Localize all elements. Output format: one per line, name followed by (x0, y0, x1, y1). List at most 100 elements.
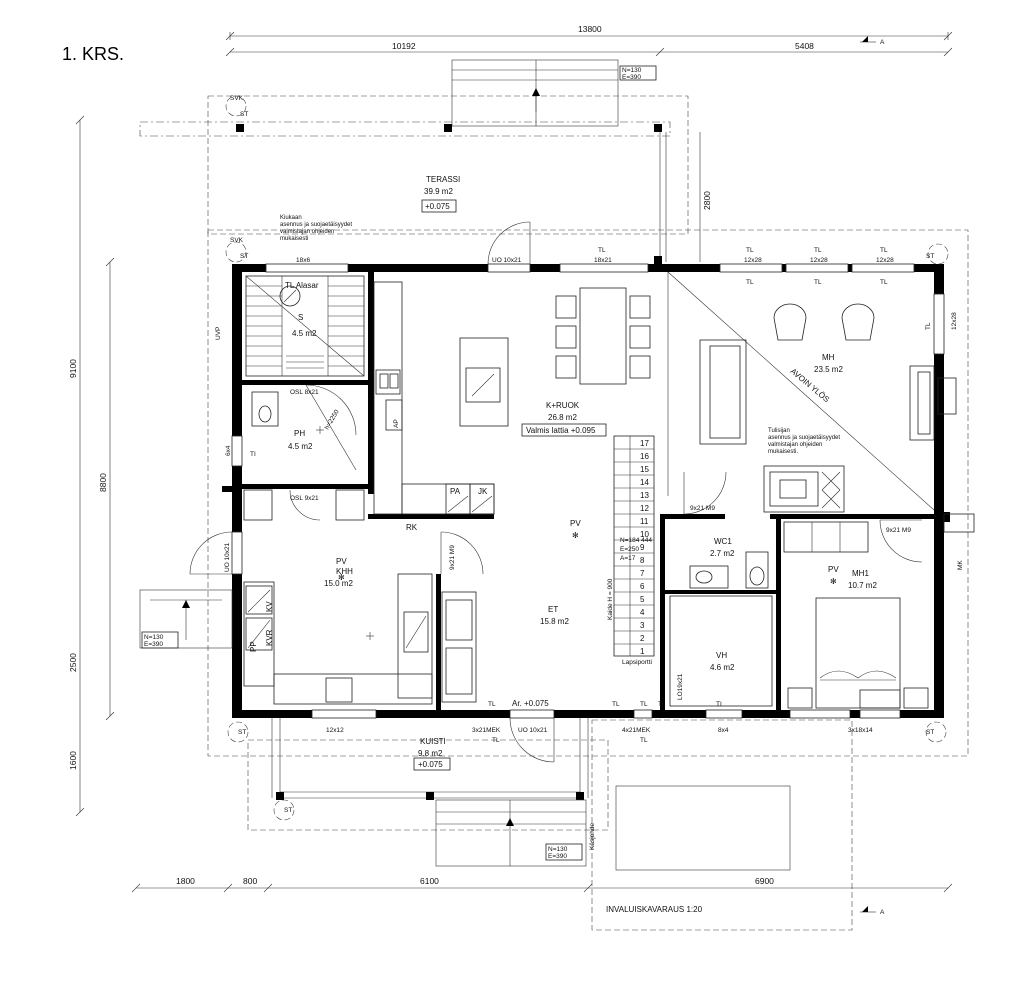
svg-text:12x28: 12x28 (810, 257, 828, 264)
svg-text:TERASSI: TERASSI (426, 175, 460, 184)
svg-text:23.5 m2: 23.5 m2 (814, 365, 843, 374)
svg-text:Käsjohde: Käsjohde (589, 823, 596, 850)
svg-text:ST: ST (926, 253, 934, 260)
svg-text:15.0 m2: 15.0 m2 (324, 579, 353, 588)
svg-text:KHH: KHH (336, 567, 353, 576)
sauna-stove-note: Kiukaan asennus ja suojaetäisyydet valmi… (280, 215, 352, 242)
svg-text:TI: TI (716, 701, 722, 708)
svg-text:ST: ST (240, 111, 248, 118)
svg-text:+0.075: +0.075 (425, 202, 450, 211)
svg-text:valmistajan ohjeiden: valmistajan ohjeiden (280, 229, 334, 235)
svg-text:VH: VH (716, 651, 727, 660)
windows (231, 263, 945, 719)
wc1: 9x21 M9 WC1 2.7 m2 (683, 471, 769, 589)
svg-text:4x21MEK: 4x21MEK (622, 727, 651, 734)
svg-text:Valmis lattia +0.095: Valmis lattia +0.095 (526, 426, 596, 435)
svg-text:9x21 M9: 9x21 M9 (886, 527, 911, 534)
svg-text:PV: PV (828, 565, 839, 574)
svg-text:mukaisesti.: mukaisesti. (768, 449, 798, 455)
dimension-lines: 13800 10192 5408 9100 8800 2500 1600 180… (68, 24, 953, 893)
svg-text:AP: AP (393, 419, 400, 428)
bottom-wall-labels: 12x12 3x21MEK TL TL TL TL TI TI 4x21MEK … (326, 701, 873, 744)
svg-text:12x28: 12x28 (951, 312, 958, 330)
dim-total-width: 13800 (578, 24, 602, 34)
entry-bench (441, 591, 477, 703)
svg-text:PP: PP (249, 641, 258, 652)
svg-text:TL: TL (612, 701, 620, 708)
svg-text:N=130: N=130 (622, 67, 642, 74)
svg-text:PV: PV (336, 557, 347, 566)
svg-text:UO 10x21: UO 10x21 (492, 257, 522, 264)
roof-outline (139, 95, 969, 931)
svg-text:17: 17 (640, 439, 649, 448)
svg-text:KV: KV (265, 601, 274, 612)
svg-text:4.5 m2: 4.5 m2 (292, 329, 317, 338)
svg-text:39.9 m2: 39.9 m2 (424, 187, 453, 196)
dining-table (555, 287, 651, 385)
sauna: TL Alasar S 4.5 m2 (245, 275, 365, 377)
svg-text:10: 10 (640, 530, 649, 539)
svg-text:TL: TL (925, 322, 932, 330)
dim-height-1600: 1600 (68, 751, 78, 770)
svg-text:13: 13 (640, 491, 649, 500)
dim-height-8800: 8800 (98, 473, 108, 492)
svg-text:12x28: 12x28 (744, 257, 762, 264)
svg-text:3x18x14: 3x18x14 (848, 727, 873, 734)
svg-text:MH: MH (822, 353, 835, 362)
svg-text:TL: TL (640, 701, 648, 708)
svg-text:MH1: MH1 (852, 569, 869, 578)
svg-text:KVR: KVR (265, 629, 274, 646)
svg-text:RK: RK (406, 523, 418, 532)
svg-text:1: 1 (640, 647, 645, 656)
svg-text:4.5 m2: 4.5 m2 (288, 442, 313, 451)
ph-bathroom: OSL 8x21 h=2250 PH 4.5 m2 6x4 TI (225, 384, 357, 471)
outer-walls (232, 264, 944, 718)
svg-text:15.8 m2: 15.8 m2 (540, 617, 569, 626)
svg-text:E=390: E=390 (622, 74, 641, 81)
vh-closet: VH 4.6 m2 LO19x21 (669, 595, 773, 707)
dim-height-9100: 9100 (68, 359, 78, 378)
svg-text:UO 10x21: UO 10x21 (518, 727, 548, 734)
svg-text:18x6: 18x6 (296, 257, 310, 264)
svg-text:N=130: N=130 (548, 846, 568, 853)
osl-area: OSL 9x21 (243, 489, 365, 521)
svg-text:SVK: SVK (230, 95, 244, 102)
svg-text:ET: ET (548, 605, 558, 614)
svg-text:8x4: 8x4 (718, 727, 729, 734)
dim-terrace-depth: 2800 (702, 191, 712, 210)
svg-text:+0.075: +0.075 (418, 760, 443, 769)
door-left-entrance: UO 10x21 (189, 531, 243, 575)
interior-walls (222, 272, 950, 710)
level-box-left: N=130 E=390 (141, 631, 179, 649)
terrace-steps (451, 59, 619, 127)
svg-text:PV: PV (570, 519, 581, 528)
svg-text:ST: ST (240, 253, 248, 260)
svg-text:TI: TI (250, 451, 256, 458)
svg-text:PA: PA (450, 487, 461, 496)
section-marker-bottom: A (860, 906, 885, 916)
svg-text:N=184 444: N=184 444 (620, 537, 652, 544)
svg-text:2: 2 (640, 634, 645, 643)
svg-text:✻: ✻ (338, 573, 345, 582)
svg-text:INVALUISKAVARAUS 1:20: INVALUISKAVARAUS 1:20 (606, 905, 703, 914)
svg-text:ST: ST (284, 807, 292, 814)
porch: ST KUISTI 9.8 m2 +0.075 (271, 718, 589, 814)
svg-text:4: 4 (640, 608, 645, 617)
svg-text:3: 3 (640, 621, 645, 630)
svg-text:SVK: SVK (230, 237, 244, 244)
svg-text:UO 10x21: UO 10x21 (224, 542, 231, 572)
svg-text:Kiukaan: Kiukaan (280, 215, 302, 221)
svg-text:OSL 9x21: OSL 9x21 (290, 495, 319, 502)
terrace-posts (236, 124, 667, 264)
svg-text:K+RUOK: K+RUOK (546, 401, 580, 410)
svg-text:TL: TL (880, 279, 888, 286)
svg-text:Ar. +0.075: Ar. +0.075 (512, 699, 549, 708)
svg-text:7: 7 (640, 569, 645, 578)
svg-text:TL: TL (746, 247, 754, 254)
svg-text:Tulisijan: Tulisijan (768, 428, 790, 434)
svg-text:3x21MEK: 3x21MEK (472, 727, 501, 734)
svg-text:9.8 m2: 9.8 m2 (418, 749, 443, 758)
svg-text:2.7 m2: 2.7 m2 (710, 549, 735, 558)
accessibility-ramp: INVALUISKAVARAUS 1:20 (606, 905, 703, 914)
